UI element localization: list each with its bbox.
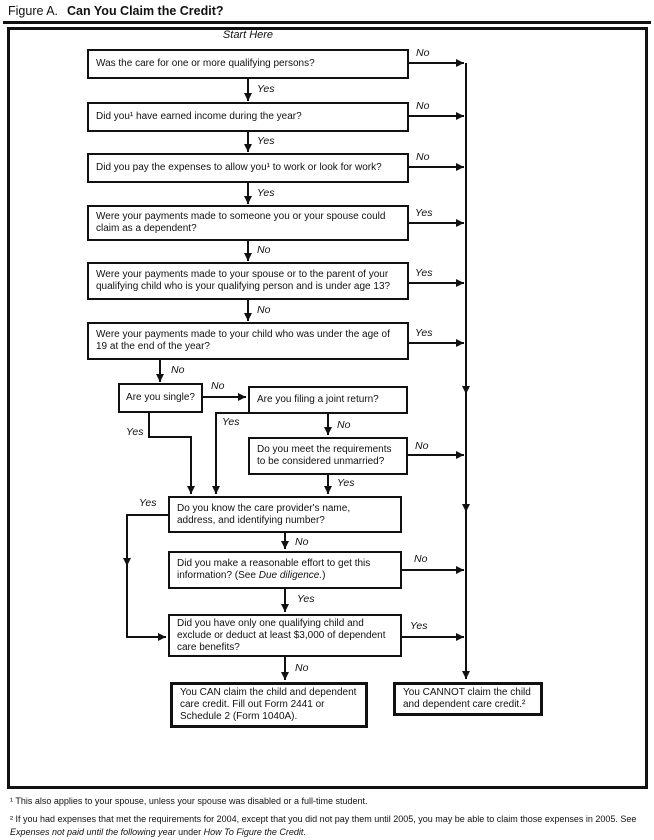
question-text: Were your payments made to your spouse o… — [96, 269, 391, 292]
edge-label-no: No — [295, 662, 309, 674]
edge-label-yes: Yes — [257, 83, 275, 95]
footnote-1: ¹ This also applies to your spouse, unle… — [10, 796, 368, 806]
edge-label-no: No — [171, 364, 185, 376]
question-text: Are you single? — [126, 392, 195, 403]
question-text: Were your payments made to your child wh… — [96, 329, 390, 352]
question-text: Do you meet the requirements to be consi… — [257, 444, 392, 467]
edge-label-no: No — [416, 151, 430, 163]
question-box-care-provider-info: Do you know the care provider's name, ad… — [168, 496, 402, 533]
edge-label-yes: Yes — [415, 327, 433, 339]
edge-label-no: No — [416, 100, 430, 112]
edge-label-yes: Yes — [415, 267, 433, 279]
question-box-reasonable-effort: Did you make a reasonable effort to get … — [168, 551, 402, 589]
question-box-qualifying-persons: Was the care for one or more qualifying … — [87, 49, 409, 79]
question-text: Did you have only one qualifying child a… — [177, 617, 386, 653]
edge-label-no: No — [415, 440, 429, 452]
footnote-2: ² If you had expenses that met the requi… — [10, 814, 637, 837]
edge-label-yes: Yes — [257, 187, 275, 199]
edge-label-no: No — [416, 47, 430, 59]
question-text: Do you know the care provider's name, ad… — [177, 502, 351, 526]
outcome-box-cannot-claim: You CANNOT claim the child and dependent… — [393, 682, 543, 716]
question-text: Are you filing a joint return? — [257, 394, 379, 405]
edge-label-yes: Yes — [337, 477, 355, 489]
edge-label-no: No — [211, 380, 225, 392]
outcome-text: You CAN claim the child and dependent ca… — [180, 687, 357, 722]
question-box-payments-child-under-19: Were your payments made to your child wh… — [87, 322, 409, 360]
question-text: Was the care for one or more qualifying … — [96, 58, 315, 69]
figure-title: Figure A. Can You Claim the Credit? — [8, 4, 224, 18]
question-box-expenses-to-work: Did you pay the expenses to allow you¹ t… — [87, 153, 409, 183]
question-box-are-you-single: Are you single? — [118, 383, 203, 413]
edge-label-no: No — [257, 244, 271, 256]
question-box-one-qualifying-child-benefits: Did you have only one qualifying child a… — [168, 614, 402, 657]
edge-label-no: No — [337, 419, 351, 431]
edge-label-yes: Yes — [410, 620, 428, 632]
edge-label-yes: Yes — [415, 207, 433, 219]
title-divider — [3, 21, 651, 24]
edge-label-no: No — [414, 553, 428, 565]
figure-title-text: Can You Claim the Credit? — [67, 4, 224, 18]
question-text: Were your payments made to someone you o… — [96, 211, 386, 234]
figure-label: Figure A. — [8, 4, 59, 18]
question-box-payments-spouse-parent: Were your payments made to your spouse o… — [87, 262, 409, 300]
question-text: Did you make a reasonable effort to get … — [177, 558, 371, 581]
question-text: Did you pay the expenses to allow you¹ t… — [96, 162, 382, 173]
edge-label-yes: Yes — [139, 497, 157, 509]
start-here-label: Start Here — [222, 29, 274, 41]
question-box-considered-unmarried: Do you meet the requirements to be consi… — [248, 437, 408, 475]
outcome-text: You CANNOT claim the child and dependent… — [403, 687, 531, 710]
edge-label-yes: Yes — [126, 426, 144, 438]
edge-label-no: No — [295, 536, 309, 548]
edge-label-yes: Yes — [222, 416, 240, 428]
question-box-payments-dependent: Were your payments made to someone you o… — [87, 205, 409, 241]
outcome-box-can-claim: You CAN claim the child and dependent ca… — [170, 682, 368, 728]
question-box-earned-income: Did you¹ have earned income during the y… — [87, 102, 409, 132]
question-text: Did you¹ have earned income during the y… — [96, 111, 302, 122]
edge-label-no: No — [257, 304, 271, 316]
edge-label-yes: Yes — [297, 593, 315, 605]
question-box-joint-return: Are you filing a joint return? — [248, 386, 408, 414]
edge-label-yes: Yes — [257, 135, 275, 147]
